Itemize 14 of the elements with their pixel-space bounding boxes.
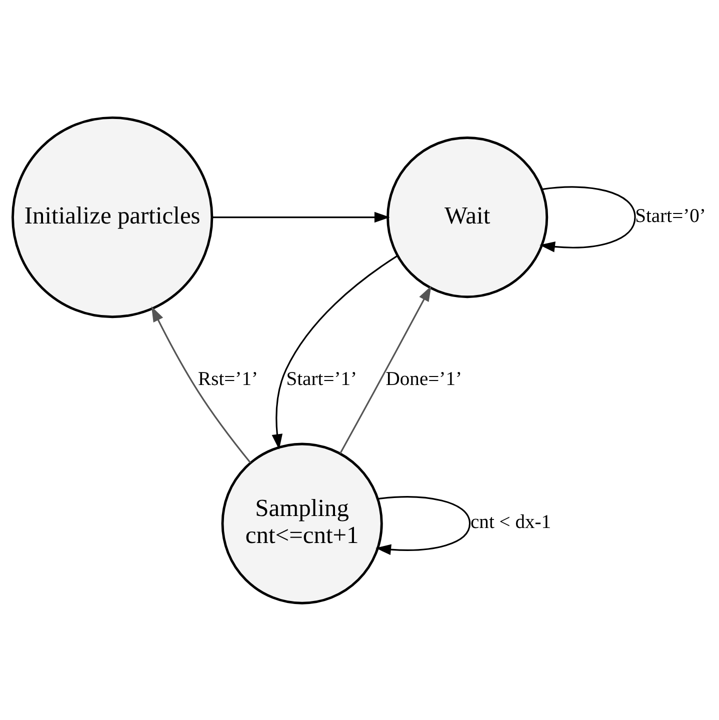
arrow: [376, 496, 471, 554]
arrow: [212, 211, 390, 222]
edge-label: Done=’1’: [386, 368, 462, 390]
edge-label: Start=’1’: [286, 368, 358, 390]
arrow: [272, 254, 398, 450]
arrow: [540, 186, 636, 252]
arrow: [340, 285, 432, 454]
edge-label: cnt < dx-1: [470, 512, 552, 533]
node-circle: Initialize particles: [12, 116, 214, 318]
node-circle: Wait: [386, 136, 548, 298]
arrow: [151, 306, 251, 463]
edge-label: Rst=’1’: [198, 368, 258, 390]
node-circle: Sampling cnt<=cnt+1: [221, 442, 383, 604]
edge-label: Start=’0’: [635, 205, 706, 226]
